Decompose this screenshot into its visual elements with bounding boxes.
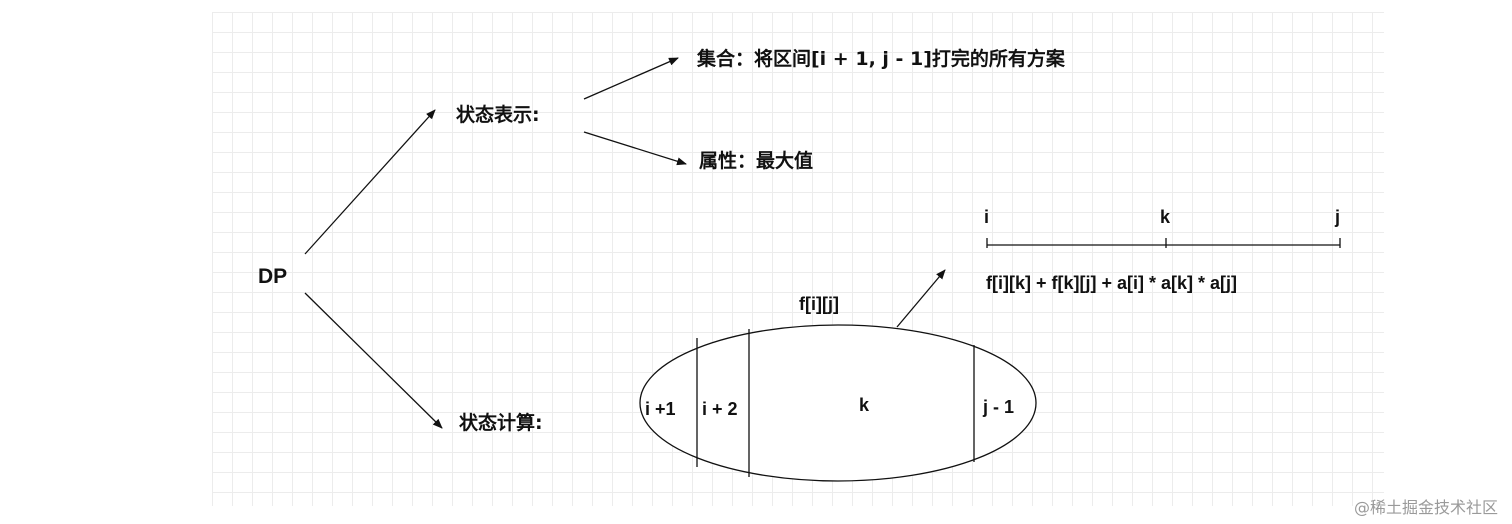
arrow-representation-to-set: [583, 57, 679, 100]
watermark: @稀土掘金技术社区: [1353, 498, 1498, 517]
segment-label-i-plus-1: i +1: [645, 399, 676, 419]
segment-label-k: k: [859, 395, 870, 415]
segment-label-i-plus-2: i + 2: [702, 399, 738, 419]
arrow-dp-to-representation: [304, 109, 436, 255]
state-representation-label: 状态表示:: [456, 104, 540, 126]
arrow-ellipse-to-formula: [896, 269, 946, 328]
state-computation-label: 状态计算:: [459, 412, 543, 434]
ellipse-title-label: f[i][j]: [799, 294, 839, 314]
interval-label-j: j: [1335, 207, 1341, 227]
transition-formula: f[i][k] + f[k][j] + a[i] * a[k] * a[j]: [986, 273, 1238, 293]
dp-label: DP: [258, 265, 288, 288]
arrow-dp-to-computation: [304, 292, 443, 429]
state-ellipse: [639, 324, 1037, 482]
interval-label-k: k: [1160, 207, 1171, 227]
set-definition-label: 集合：将区间[i + 1, j - 1]打完的所有方案: [697, 48, 1065, 70]
interval-label-i: i: [984, 207, 990, 227]
grid-background: [212, 12, 1384, 506]
arrow-representation-to-property: [583, 131, 687, 166]
property-label: 属性：最大值: [699, 150, 814, 172]
segment-label-j-minus-1: j - 1: [983, 397, 1015, 417]
